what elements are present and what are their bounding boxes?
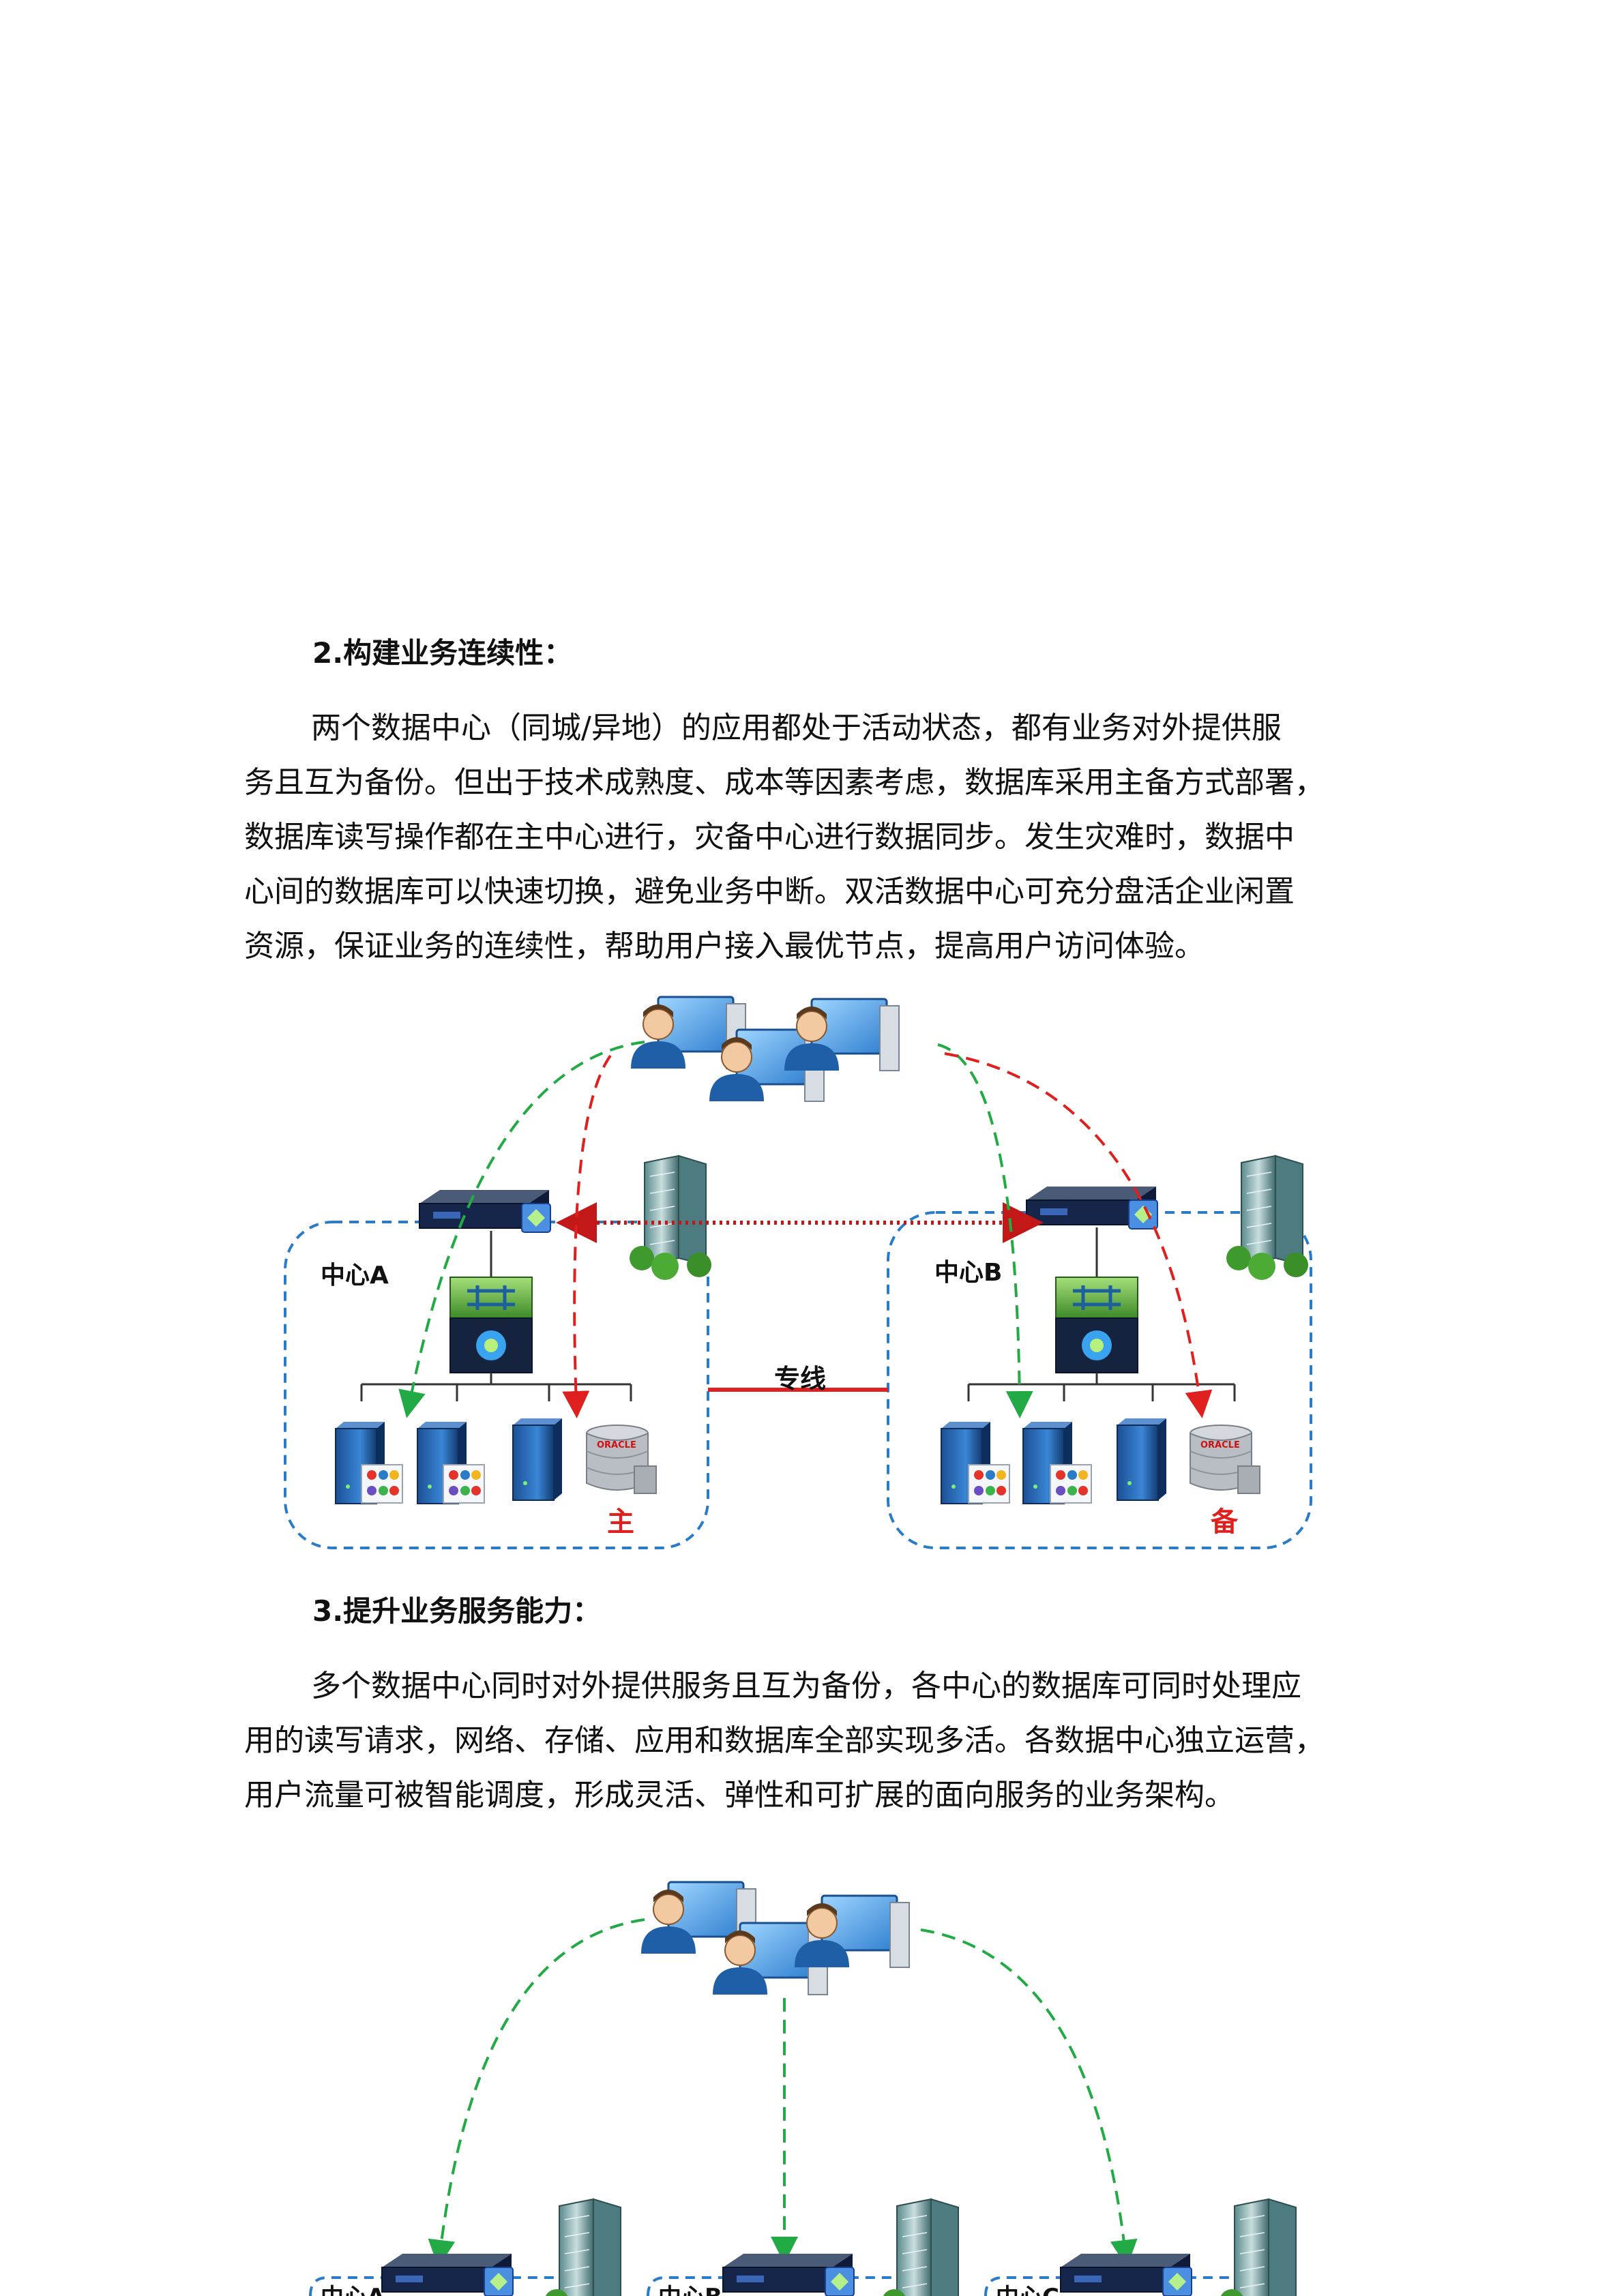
primary-label: 主 [607, 1506, 634, 1538]
users-group-icon [630, 996, 900, 1103]
diagram-active-standby: 中心A 中心B 专线 主 备 ORACLE ORACLE [284, 996, 1312, 1549]
standby-label: 备 [1211, 1506, 1239, 1538]
server-icon [512, 1418, 563, 1501]
switch-b-icon [1056, 1277, 1138, 1373]
paragraph-line: 务且互为备份。但出于技术成熟度、成本等因素考虑，数据库采用主备方式部署， [244, 765, 1325, 800]
paragraph-line: 心间的数据库可以快速切换，避免业务中断。双活数据中心可充分盘活企业闲置 [244, 874, 1295, 909]
center-a-label: 中心A [321, 1262, 389, 1289]
switch-a-icon [450, 1277, 532, 1373]
gateway-c-icon [1060, 2253, 1192, 2296]
gateway-a-icon [381, 2253, 514, 2296]
db-logo: ORACLE [597, 1440, 636, 1450]
building-b-icon [881, 2198, 964, 2296]
server-icon [1117, 1418, 1167, 1501]
traffic-arrow [398, 1041, 645, 1418]
paragraph-line: 两个数据中心（同城/异地）的应用都处于活动状态，都有业务对外提供服 [311, 711, 1282, 745]
database-icon [1190, 1425, 1260, 1494]
section-3-heading: 3.提升业务服务能力： [312, 1594, 602, 1628]
center-a-box [309, 2276, 614, 2296]
database-icon [586, 1425, 657, 1494]
gateway-a-icon [419, 1189, 551, 1233]
center-b-label: 中心B [934, 1259, 1002, 1287]
section-2-heading: 2.构建业务连续性： [312, 636, 573, 670]
section-3-paragraph: 多个数据中心同时对外提供服务且互为备份，各中心的数据库可同时处理应 用的读写请求… [244, 1659, 1385, 1823]
diagram-multi-active: 中心A 中心B 中心C [309, 1881, 1302, 2296]
traffic-arrow [944, 1052, 1213, 1418]
center-b-label: 中心B [658, 2284, 722, 2296]
center-a-label: 中心A [321, 2284, 385, 2296]
building-a-icon [544, 2198, 627, 2296]
traffic-arrow [937, 1043, 1033, 1418]
traffic-arrow [920, 1928, 1138, 2267]
building-c-icon [1219, 2198, 1302, 2296]
paragraph-line: 数据库读写操作都在主中心进行，灾备中心进行数据同步。发生灾难时，数据中 [244, 820, 1295, 854]
apps-icon [443, 1464, 485, 1504]
paragraph-line: 资源，保证业务的连续性，帮助用户接入最优节点，提高用户访问体验。 [244, 929, 1205, 964]
building-b-icon [1226, 1155, 1309, 1281]
users-group-icon [640, 1881, 911, 1996]
center-c-label: 中心C [996, 2284, 1059, 2296]
traffic-arrow [562, 1054, 612, 1418]
paragraph-line: 用的读写请求，网络、存储、应用和数据库全部实现多活。各数据中心独立运营， [244, 1723, 1325, 1758]
building-a-icon [629, 1155, 712, 1281]
apps-icon [361, 1464, 403, 1504]
center-c-box [984, 2276, 1296, 2296]
paragraph-line: 多个数据中心同时对外提供服务且互为备份，各中心的数据库可同时处理应 [311, 1669, 1301, 1703]
apps-icon [1050, 1464, 1092, 1504]
section-2-paragraph: 两个数据中心（同城/异地）的应用都处于活动状态，都有业务对外提供服 务且互为备份… [244, 701, 1385, 974]
apps-icon [968, 1464, 1010, 1504]
gateway-b-icon [722, 2253, 855, 2296]
paragraph-line: 用户流量可被智能调度，形成灵活、弹性和可扩展的面向服务的业务架构。 [244, 1778, 1235, 1813]
db-logo: ORACLE [1200, 1440, 1240, 1450]
traffic-arrow [428, 1918, 645, 2267]
center-b-box [647, 2276, 951, 2296]
dedicated-line-label: 专线 [774, 1364, 826, 1394]
